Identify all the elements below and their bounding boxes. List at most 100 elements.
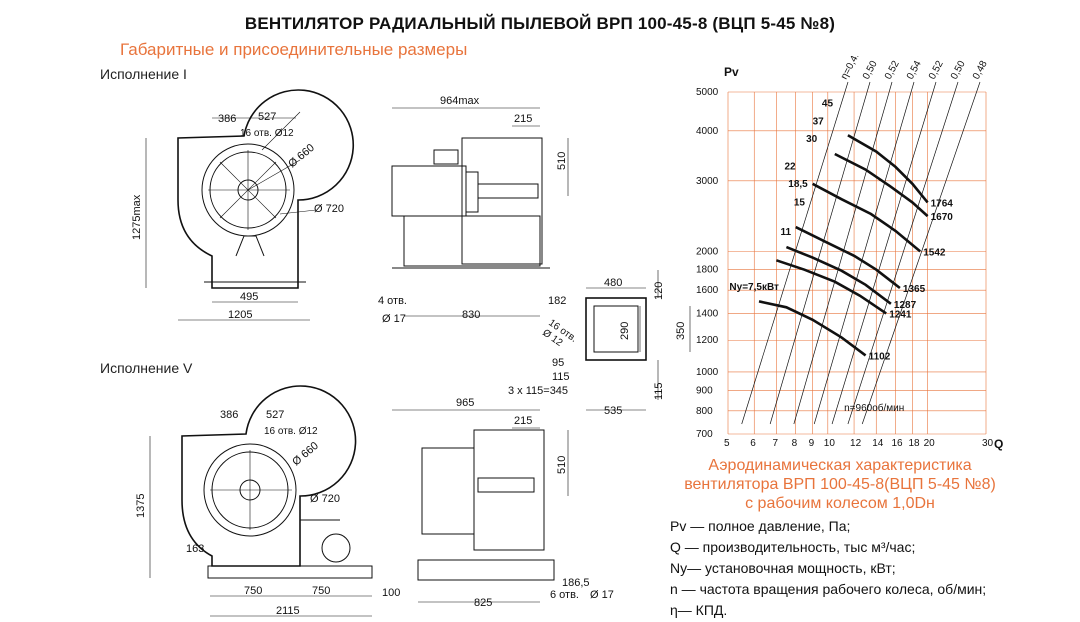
series-label: 1102 bbox=[869, 351, 891, 362]
dim-527: 527 bbox=[258, 111, 276, 123]
y-tick-label: 1000 bbox=[696, 367, 719, 378]
dim-115b: 115 bbox=[653, 382, 665, 400]
dim-495: 495 bbox=[240, 291, 258, 303]
legend: Pv — полное давление, Па; Q — производит… bbox=[670, 516, 986, 621]
x-tick-label: 8 bbox=[792, 438, 798, 449]
series-label: 1287 bbox=[894, 300, 917, 311]
series-1102 bbox=[758, 300, 867, 357]
series-label: 1241 bbox=[889, 309, 912, 320]
dim-660: Ø 660 bbox=[286, 142, 317, 170]
dim-345: 3 х 115=345 bbox=[508, 385, 568, 397]
dim-holes-12: 16 отв. Ø12 bbox=[240, 128, 294, 139]
dim-b-660: Ø 660 bbox=[290, 440, 321, 468]
aero-caption: Аэродинамическая характеристика вентилят… bbox=[640, 456, 1040, 513]
y-tick-label: 5000 bbox=[696, 87, 719, 98]
dim-115a: 115 bbox=[552, 371, 570, 383]
power-label: 37 bbox=[813, 116, 825, 127]
power-label: 11 bbox=[781, 227, 792, 238]
page-subtitle: Габаритные и присоединительные размеры bbox=[120, 40, 468, 59]
flange-view: 480 120 290 350 16 отв. Ø 12 95 115 3 х … bbox=[508, 270, 691, 417]
series-label: 1670 bbox=[931, 212, 954, 223]
efficiency-line bbox=[813, 81, 915, 425]
x-axis-label: Q bbox=[994, 437, 1003, 451]
bottom-side-view: 965 215 510 186,5 6 отв. Ø 17 825 bbox=[392, 397, 614, 609]
top-front-view: 386 527 16 отв. Ø12 Ø 660 Ø 720 1275max … bbox=[131, 89, 355, 321]
series-1287 bbox=[785, 245, 892, 305]
chart-grid bbox=[727, 81, 987, 435]
y-tick-label: 900 bbox=[696, 385, 713, 396]
efficiency-line bbox=[793, 81, 893, 425]
dim-b-527: 527 bbox=[266, 409, 284, 421]
legend-eta: η— КПД. bbox=[670, 602, 728, 618]
dim-120: 120 bbox=[653, 282, 665, 300]
dim-1205: 1205 bbox=[228, 309, 252, 321]
power-label: 30 bbox=[806, 134, 818, 145]
legend-q: Q — производительность, тыс м³/час; bbox=[670, 539, 916, 555]
x-tick-label: 30 bbox=[982, 438, 994, 449]
efficiency-line bbox=[831, 81, 937, 425]
dim-290: 290 bbox=[619, 322, 631, 340]
power-label: 15 bbox=[794, 198, 806, 209]
dim-510: 510 bbox=[556, 152, 568, 170]
power-label: 22 bbox=[784, 162, 796, 173]
dim-750a: 750 bbox=[244, 585, 262, 597]
series-label: 1542 bbox=[923, 247, 946, 258]
dim-b-386: 386 bbox=[220, 409, 238, 421]
x-tick-label: 6 bbox=[750, 438, 756, 449]
dim-965: 965 bbox=[456, 397, 474, 409]
x-tick-label: 9 bbox=[809, 438, 815, 449]
efficiency-label: 0,48 bbox=[971, 59, 990, 82]
power-label: Ny=7,5кВт bbox=[729, 282, 779, 293]
dim-386: 386 bbox=[218, 113, 236, 125]
y-tick-label: 700 bbox=[696, 429, 713, 440]
technical-drawings: 386 527 16 отв. Ø12 Ø 660 Ø 720 1275max … bbox=[131, 89, 691, 617]
power-label: 18,5 bbox=[788, 179, 808, 190]
dim-b-720: Ø 720 bbox=[310, 493, 340, 505]
y-tick-label: 4000 bbox=[696, 126, 719, 137]
efficiency-line bbox=[861, 81, 981, 425]
series-label: 1764 bbox=[931, 198, 954, 209]
x-tick-label: 16 bbox=[891, 438, 903, 449]
page-title: ВЕНТИЛЯТОР РАДИАЛЬНЫЙ ПЫЛЕВОЙ ВРП 100-45… bbox=[244, 14, 836, 33]
y-tick-label: 1200 bbox=[696, 335, 719, 346]
dim-b-510: 510 bbox=[556, 456, 568, 474]
legend-pv: Pv — полное давление, Па; bbox=[670, 518, 851, 534]
efficiency-line bbox=[847, 81, 959, 425]
dim-b-17: Ø 17 bbox=[590, 589, 614, 601]
series-1670 bbox=[834, 152, 929, 218]
efficiency-label: η=0,49 bbox=[839, 56, 863, 81]
series-1241 bbox=[775, 259, 887, 315]
x-tick-label: 18 bbox=[908, 438, 920, 449]
dim-b-215: 215 bbox=[514, 415, 532, 427]
x-tick-label: 10 bbox=[824, 438, 836, 449]
chart-series bbox=[758, 134, 929, 357]
efficiency-label: 0,50 bbox=[949, 59, 968, 82]
dim-100: 100 bbox=[382, 587, 400, 599]
legend-n: n — частота вращения рабочего колеса, об… bbox=[670, 581, 987, 597]
series-1542 bbox=[811, 182, 922, 253]
efficiency-line bbox=[741, 81, 849, 425]
caption-line-1: Аэродинамическая характеристика bbox=[708, 457, 972, 474]
dim-825: 825 bbox=[474, 597, 492, 609]
y-axis-label: Pv bbox=[724, 65, 739, 79]
y-tick-label: 1400 bbox=[696, 308, 719, 319]
x-tick-label: 20 bbox=[924, 438, 936, 449]
caption-line-3: с рабочим колесом 1,0Dн bbox=[745, 495, 935, 512]
y-tick-label: 2000 bbox=[696, 246, 719, 257]
series-label: 1365 bbox=[903, 284, 926, 295]
x-tick-label: 7 bbox=[772, 438, 778, 449]
efficiency-label: 0,52 bbox=[927, 59, 946, 82]
execution-5-label: Исполнение V bbox=[100, 360, 193, 376]
bottom-front-view: 386 527 16 отв. Ø12 Ø 660 Ø 720 1375 163… bbox=[135, 385, 400, 617]
dim-1275: 1275max bbox=[131, 194, 143, 240]
speed-label: n=960об/мин bbox=[844, 402, 904, 414]
y-tick-label: 3000 bbox=[696, 176, 719, 187]
dim-2115: 2115 bbox=[276, 605, 300, 617]
x-tick-label: 14 bbox=[872, 438, 884, 449]
dim-480: 480 bbox=[604, 277, 622, 289]
series-1764 bbox=[847, 134, 929, 204]
dim-350: 350 bbox=[675, 322, 687, 340]
y-tick-label: 800 bbox=[696, 406, 713, 417]
legend-ny: Ny— установочная мощность, кВт; bbox=[670, 560, 896, 576]
